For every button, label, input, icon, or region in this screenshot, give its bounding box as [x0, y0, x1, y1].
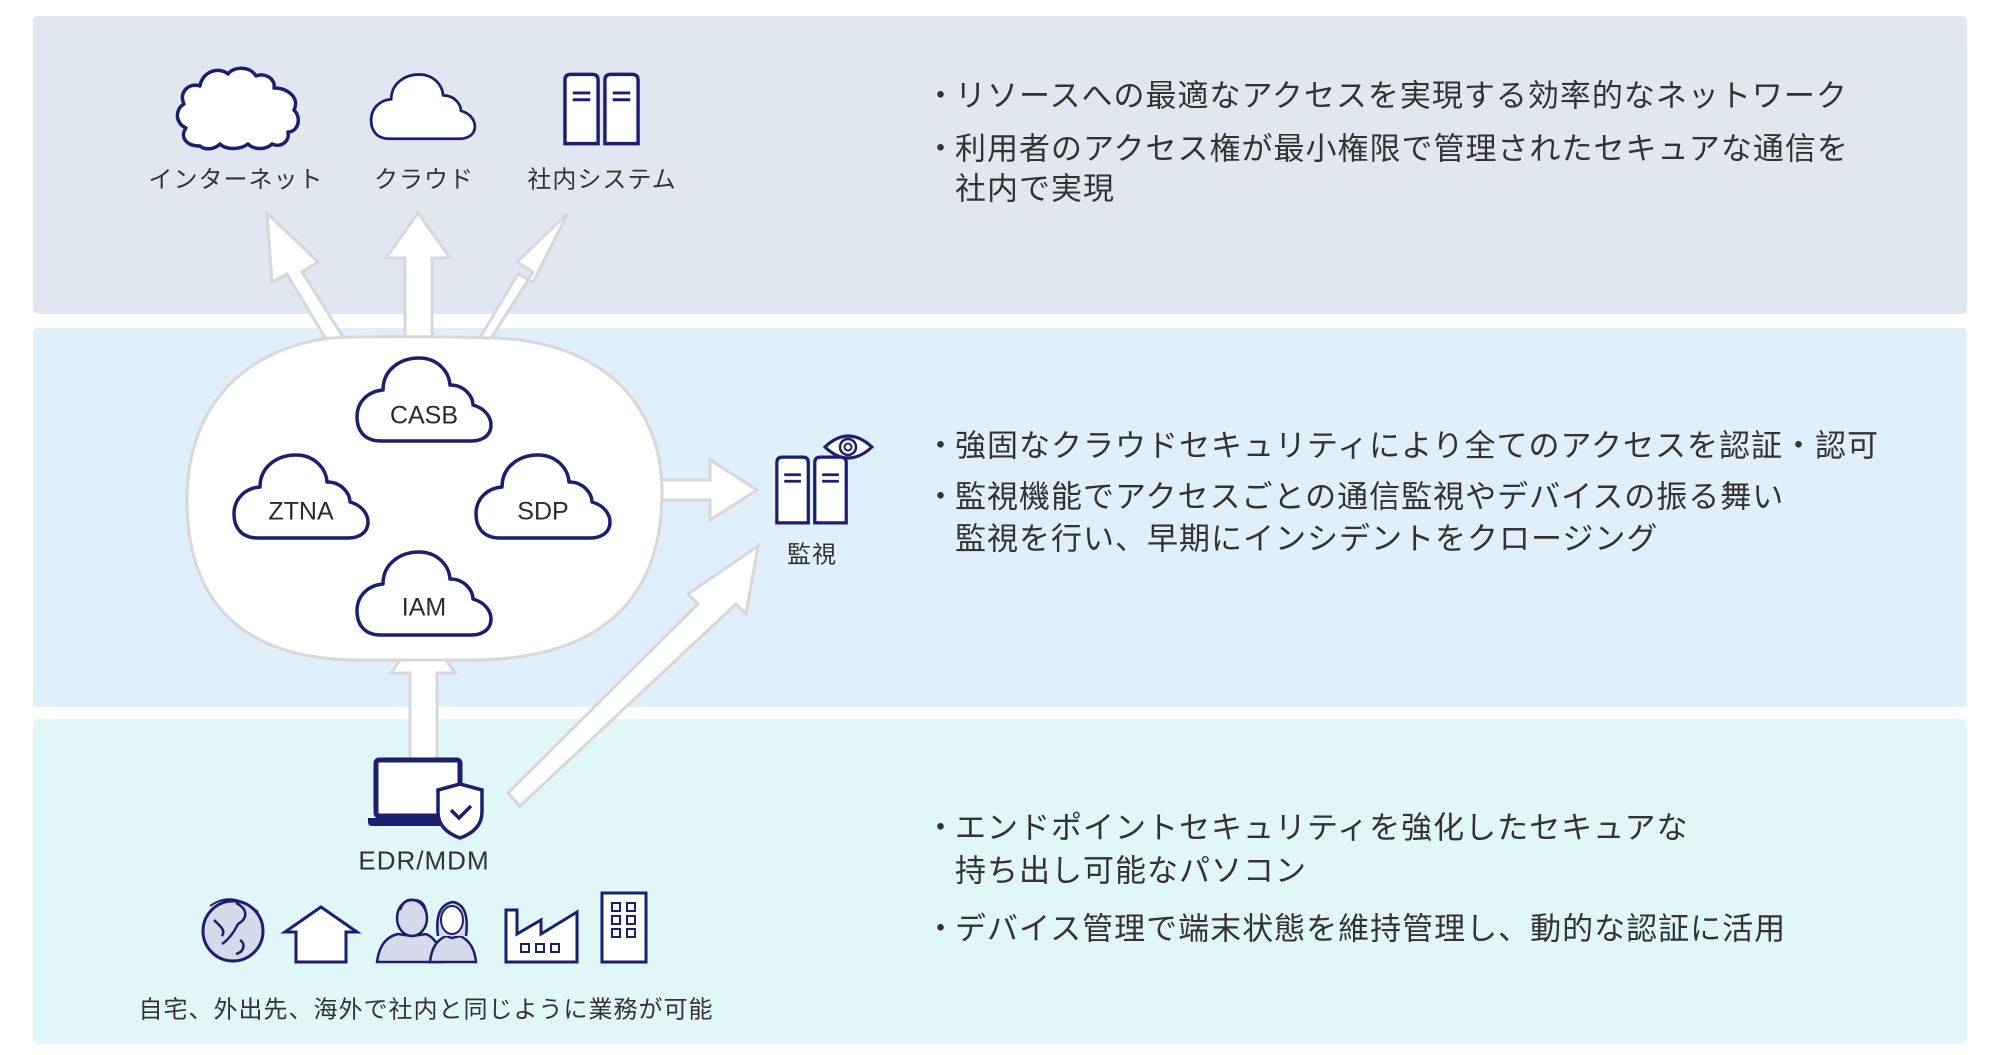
- bullet-item: ・利用者のアクセス権が最小権限で管理されたセキュアな通信を: [925, 131, 1849, 168]
- label-internal-system: 社内システム: [527, 165, 677, 194]
- panel-endpoint: [33, 719, 1967, 1044]
- cloud-icon: [369, 73, 477, 141]
- arrow-to-internet: [265, 209, 348, 348]
- arrow-to-monitor: [653, 457, 760, 523]
- bullet-item-continuation: 持ち出し可能なパソコン: [955, 853, 1307, 890]
- cloud-security-area: [185, 335, 664, 662]
- arrow-to-internal-system: [471, 211, 570, 350]
- label-edr-mdm: EDR/MDM: [358, 845, 490, 876]
- label-sdp: SDP: [517, 497, 569, 526]
- caption-remote-work: 自宅、外出先、海外で社内と同じように業務が可能: [138, 995, 714, 1024]
- label-casb: CASB: [389, 401, 459, 430]
- monitoring-server-eye-icon: [775, 434, 875, 525]
- label-ztna: ZTNA: [268, 497, 334, 526]
- label-monitoring: 監視: [787, 540, 837, 569]
- label-cloud: クラウド: [374, 165, 474, 194]
- factory-icon: [504, 908, 579, 964]
- bullet-item: ・強固なクラウドセキュリティにより全てのアクセスを認証・認可: [925, 428, 1879, 465]
- bullet-item: ・デバイス管理で端末状態を維持管理し、動的な認証に活用: [925, 911, 1787, 948]
- panel-network: [33, 16, 1967, 314]
- people-icon: [375, 898, 478, 964]
- label-internet: インターネット: [148, 165, 324, 194]
- bullet-item: ・エンドポイントセキュリティを強化したセキュアな: [925, 810, 1689, 847]
- bullet-item: ・リソースへの最適なアクセスを実現する効率的なネットワーク: [925, 78, 1848, 115]
- laptop-shield-icon: [368, 757, 484, 840]
- server-icon: [563, 72, 640, 146]
- bullet-item: ・監視機能でアクセスごとの通信監視やデバイスの振る舞い: [925, 479, 1785, 516]
- house-icon: [280, 905, 362, 964]
- arrow-to-cloud: [383, 210, 453, 342]
- office-building-icon: [600, 891, 648, 964]
- label-iam: IAM: [401, 593, 447, 622]
- globe-icon: [201, 898, 265, 963]
- bullet-item-continuation: 監視を行い、早期にインシデントをクロージング: [955, 521, 1659, 558]
- arrow-device-to-monitor: [505, 542, 761, 809]
- internet-cloud-icon: [175, 66, 300, 151]
- bullet-item-continuation: 社内で実現: [955, 171, 1115, 208]
